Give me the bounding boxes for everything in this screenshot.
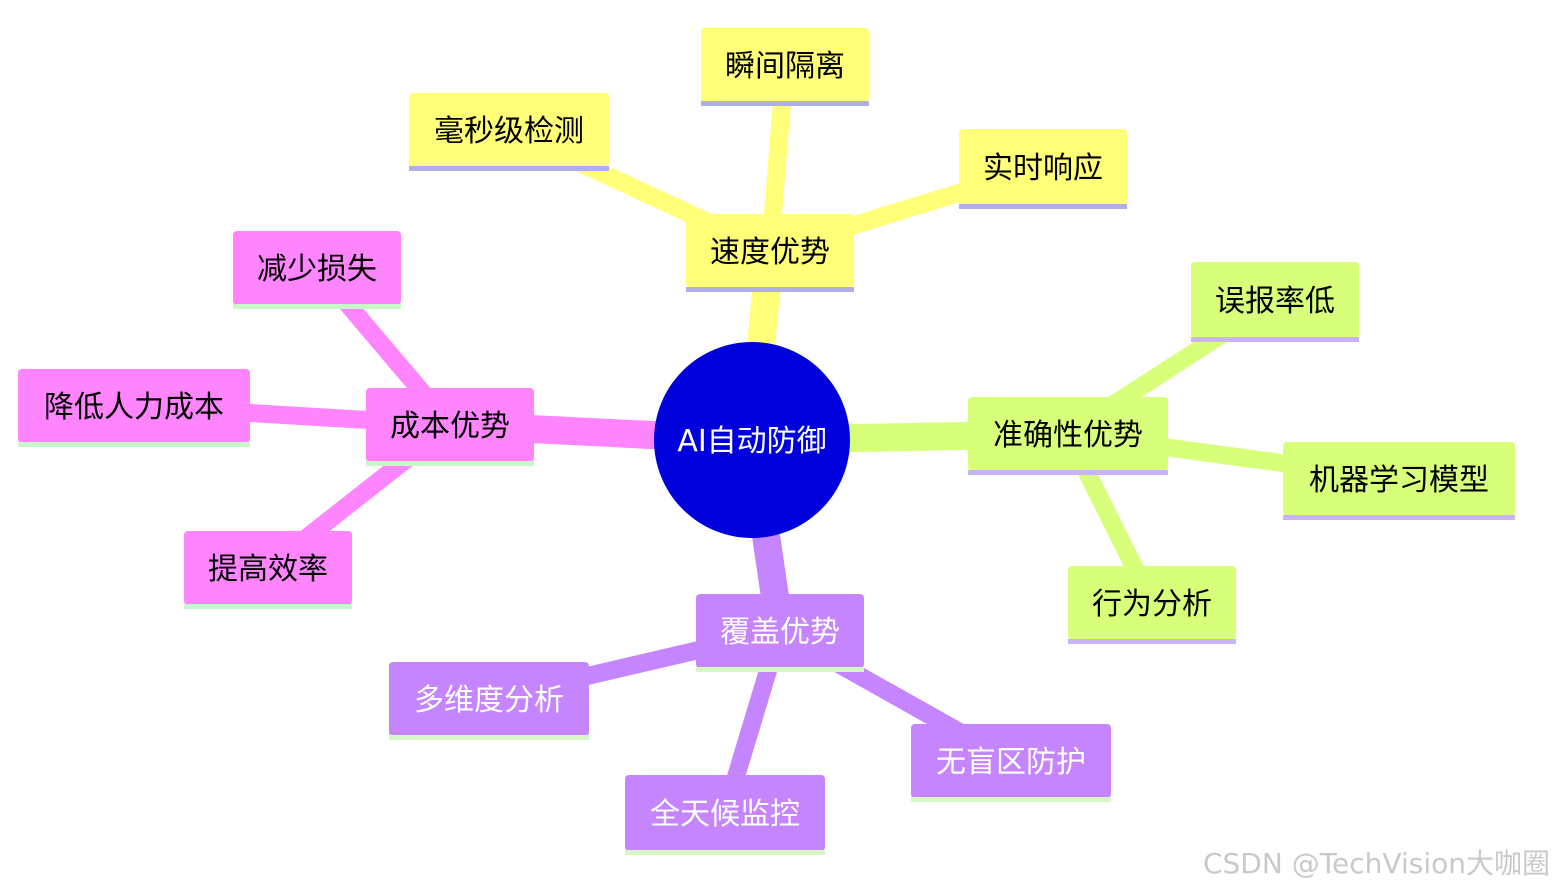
- watermark: CSDN @TechVision大咖圈: [1202, 847, 1550, 880]
- leaf-multi-dim-analysis-label: 多维度分析: [414, 683, 564, 718]
- leaf-ml-model-label: 机器学习模型: [1309, 463, 1489, 498]
- leaf-multi-dim-analysis: 多维度分析: [389, 662, 589, 740]
- leaf-multi-dim-analysis-underline: [389, 735, 589, 740]
- leaf-millisecond-detection: 毫秒级检测: [409, 93, 609, 171]
- branch-coverage-label: 覆盖优势: [720, 615, 840, 650]
- leaf-all-day-monitoring-label: 全天候监控: [650, 797, 800, 832]
- branch-coverage: 覆盖优势: [696, 594, 864, 672]
- leaf-behavior-analysis-label: 行为分析: [1092, 587, 1212, 622]
- leaf-millisecond-detection-box: [409, 93, 609, 167]
- leaf-reduce-labor-cost-label: 降低人力成本: [44, 390, 224, 425]
- leaf-behavior-analysis-box: [1068, 566, 1236, 640]
- leaf-all-day-monitoring: 全天候监控: [625, 775, 825, 855]
- leaf-reduce-loss-label: 减少损失: [257, 252, 377, 287]
- branch-cost-underline: [366, 461, 534, 466]
- leaf-all-day-monitoring-box: [625, 775, 825, 851]
- leaf-reduce-loss-underline: [233, 304, 401, 309]
- leaf-millisecond-detection-underline: [409, 166, 609, 171]
- leaf-instant-isolation: 瞬间隔离: [701, 28, 869, 106]
- leaf-improve-efficiency-box: [184, 531, 352, 605]
- leaf-realtime-response-underline: [959, 204, 1127, 209]
- leaf-reduce-labor-cost-underline: [18, 442, 250, 447]
- branch-speed: 速度优势: [686, 214, 854, 292]
- leaf-behavior-analysis-underline: [1068, 639, 1236, 644]
- leaf-no-blind-spot-box: [911, 724, 1111, 798]
- leaf-realtime-response-label: 实时响应: [983, 151, 1103, 186]
- branch-cost-box: [366, 388, 534, 462]
- branch-speed-label: 速度优势: [710, 235, 830, 270]
- leaf-low-false-alarm-box: [1191, 262, 1359, 338]
- branch-coverage-underline: [696, 667, 864, 672]
- branch-coverage-box: [696, 594, 864, 668]
- leaf-ml-model-box: [1283, 442, 1515, 516]
- root-node: AI自动防御: [654, 342, 850, 538]
- leaf-realtime-response-box: [959, 129, 1127, 205]
- branch-accuracy-underline: [968, 470, 1168, 475]
- root-circle: [654, 342, 850, 538]
- root-label: AI自动防御: [677, 424, 826, 459]
- branch-speed-box: [686, 214, 854, 288]
- leaf-reduce-labor-cost-box: [18, 369, 250, 443]
- leaf-behavior-analysis: 行为分析: [1068, 566, 1236, 644]
- leaf-ml-model-underline: [1283, 515, 1515, 520]
- branch-accuracy-label: 准确性优势: [993, 418, 1143, 453]
- leaf-improve-efficiency-label: 提高效率: [208, 552, 328, 587]
- leaf-realtime-response: 实时响应: [959, 129, 1127, 209]
- leaf-improve-efficiency-underline: [184, 604, 352, 609]
- leaf-low-false-alarm: 误报率低: [1191, 262, 1359, 342]
- leaf-ml-model: 机器学习模型: [1283, 442, 1515, 520]
- leaf-low-false-alarm-label: 误报率低: [1215, 284, 1335, 319]
- leaf-instant-isolation-box: [701, 28, 869, 102]
- branch-accuracy-box: [968, 397, 1168, 471]
- leaf-multi-dim-analysis-box: [389, 662, 589, 736]
- leaf-reduce-labor-cost: 降低人力成本: [18, 369, 250, 447]
- leaf-improve-efficiency: 提高效率: [184, 531, 352, 609]
- branch-cost-label: 成本优势: [390, 409, 510, 444]
- leaf-no-blind-spot: 无盲区防护: [911, 724, 1111, 802]
- leaf-instant-isolation-underline: [701, 101, 869, 106]
- leaf-millisecond-detection-label: 毫秒级检测: [434, 114, 584, 149]
- leaf-all-day-monitoring-underline: [625, 850, 825, 855]
- branch-cost: 成本优势: [366, 388, 534, 466]
- leaf-no-blind-spot-label: 无盲区防护: [936, 745, 1086, 780]
- branch-accuracy: 准确性优势: [968, 397, 1168, 475]
- leaf-reduce-loss: 减少损失: [233, 231, 401, 309]
- leaf-reduce-loss-box: [233, 231, 401, 305]
- leaf-no-blind-spot-underline: [911, 797, 1111, 802]
- branch-speed-underline: [686, 287, 854, 292]
- leaf-low-false-alarm-underline: [1191, 337, 1359, 342]
- leaf-instant-isolation-label: 瞬间隔离: [725, 49, 845, 84]
